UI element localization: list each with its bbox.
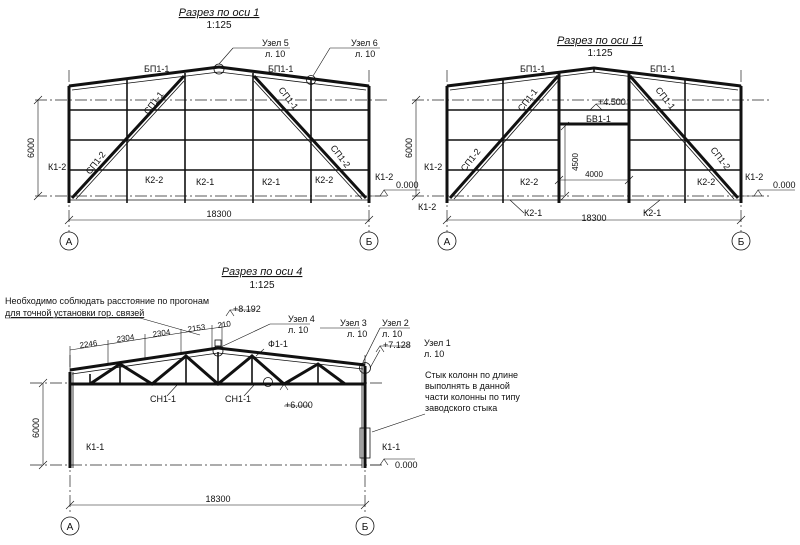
- axis-label: А: [444, 237, 451, 248]
- note-text: для точной установки гор. связей: [5, 308, 144, 318]
- section1-title: Разрез по оси 1: [179, 7, 260, 19]
- node-label: Узел 3: [340, 318, 367, 328]
- axis-bubble: [355, 516, 375, 536]
- purlin-dimensions: [69, 323, 231, 370]
- axis-label: Б: [362, 522, 369, 533]
- splice-note-line: выполнять в данной: [425, 381, 510, 391]
- level-mark: 0.000: [395, 460, 418, 470]
- note-text: Необходимо соблюдать расстояние по прого…: [5, 296, 209, 306]
- axis-label: А: [66, 237, 73, 248]
- section-axis-1: Разрез по оси 1 1:125: [26, 7, 420, 251]
- height-dimension: 6000: [404, 138, 414, 158]
- section4-title: Разрез по оси 4: [222, 266, 303, 278]
- node-sheet: л. 10: [347, 329, 367, 339]
- member-label: СН1-1: [225, 394, 251, 404]
- node-label: Узел 1: [424, 338, 451, 348]
- purlin-dimension: 210: [217, 319, 232, 330]
- axis-label: Б: [738, 237, 745, 248]
- node-label: Узел 4: [288, 314, 315, 324]
- level-mark: +6.000: [285, 400, 313, 410]
- member-label: К2-2: [697, 177, 715, 187]
- node-label: Узел 5: [262, 38, 289, 48]
- beam-label: БП1-1: [268, 64, 293, 74]
- node-sheet: л. 10: [355, 49, 375, 59]
- member-label: К2-1: [524, 208, 542, 218]
- width-dimension: 18300: [205, 494, 230, 504]
- axis-bubble: [59, 231, 79, 251]
- truss-frame: [68, 339, 371, 468]
- axis-bubble: [731, 231, 751, 251]
- beam-label: БП1-1: [520, 64, 545, 74]
- axis-label: Б: [366, 237, 373, 248]
- node-sheet: л. 10: [382, 329, 402, 339]
- node-label: Узел 6: [351, 38, 378, 48]
- axis-bubble: [437, 231, 457, 251]
- member-label: К1-2: [745, 172, 763, 182]
- height-dimension: 6000: [31, 418, 41, 438]
- member-label: К1-2: [424, 162, 442, 172]
- member-label: К1-1: [382, 442, 400, 452]
- node-sheet: л. 10: [288, 325, 308, 335]
- level-mark: +7.128: [383, 340, 411, 350]
- member-label: К2-1: [262, 177, 280, 187]
- member-label: К1-2: [48, 162, 66, 172]
- member-label: К2-2: [520, 177, 538, 187]
- member-label: Ф1-1: [268, 339, 288, 349]
- member-label: К2-1: [643, 208, 661, 218]
- member-label: К1-2: [418, 202, 436, 212]
- purlin-dimension: 2246: [79, 339, 98, 350]
- level-mark: +8.192: [233, 304, 261, 314]
- level-mark: 0.000: [396, 180, 419, 190]
- section-axis-4: Разрез по оси 4 1:125 Необходимо соблюда…: [5, 266, 520, 536]
- frame-outline: [445, 66, 743, 203]
- section-axis-11: Разрез по оси 11 1:125: [404, 35, 796, 251]
- member-label: К2-1: [196, 177, 214, 187]
- member-label: К1-2: [375, 172, 393, 182]
- purlin-dimension: 2304: [152, 328, 171, 339]
- height-dimension: 6000: [26, 138, 36, 158]
- section4-scale: 1:125: [249, 280, 274, 291]
- beam-label: БП1-1: [144, 64, 169, 74]
- splice-note-line: заводского стыка: [425, 403, 497, 413]
- beam-label: БВ1-1: [586, 114, 611, 124]
- section11-scale: 1:125: [587, 48, 612, 59]
- brace-label: СП1-1: [276, 85, 300, 112]
- node-sheet: л. 10: [265, 49, 285, 59]
- member-label: К2-2: [145, 175, 163, 185]
- axis-bubble: [60, 516, 80, 536]
- section11-title: Разрез по оси 11: [557, 35, 643, 47]
- width-dimension: 18300: [206, 209, 231, 219]
- member-label: СН1-1: [150, 394, 176, 404]
- opening-width: 4000: [585, 170, 603, 179]
- axis-label: А: [67, 522, 74, 533]
- level-mark: 0.000: [773, 180, 796, 190]
- splice-note-line: Стык колонн по длине: [425, 370, 518, 380]
- purlin-dimension: 2153: [187, 323, 206, 334]
- purlin-dimension: 2304: [116, 333, 135, 344]
- beam-label: БП1-1: [650, 64, 675, 74]
- level-mark: +4.500: [598, 97, 626, 107]
- node-sheet: л. 10: [424, 349, 444, 359]
- frame-outline: [67, 63, 371, 203]
- width-dimension: 18300: [581, 213, 606, 223]
- opening-height: 4500: [571, 153, 580, 171]
- section1-scale: 1:125: [206, 20, 231, 31]
- axis-bubble: [359, 231, 379, 251]
- member-label: К2-2: [315, 175, 333, 185]
- splice-note-line: части колонны по типу: [425, 392, 520, 402]
- member-label: К1-1: [86, 442, 104, 452]
- brace-label: СП1-1: [142, 90, 166, 117]
- node-label: Узел 2: [382, 318, 409, 328]
